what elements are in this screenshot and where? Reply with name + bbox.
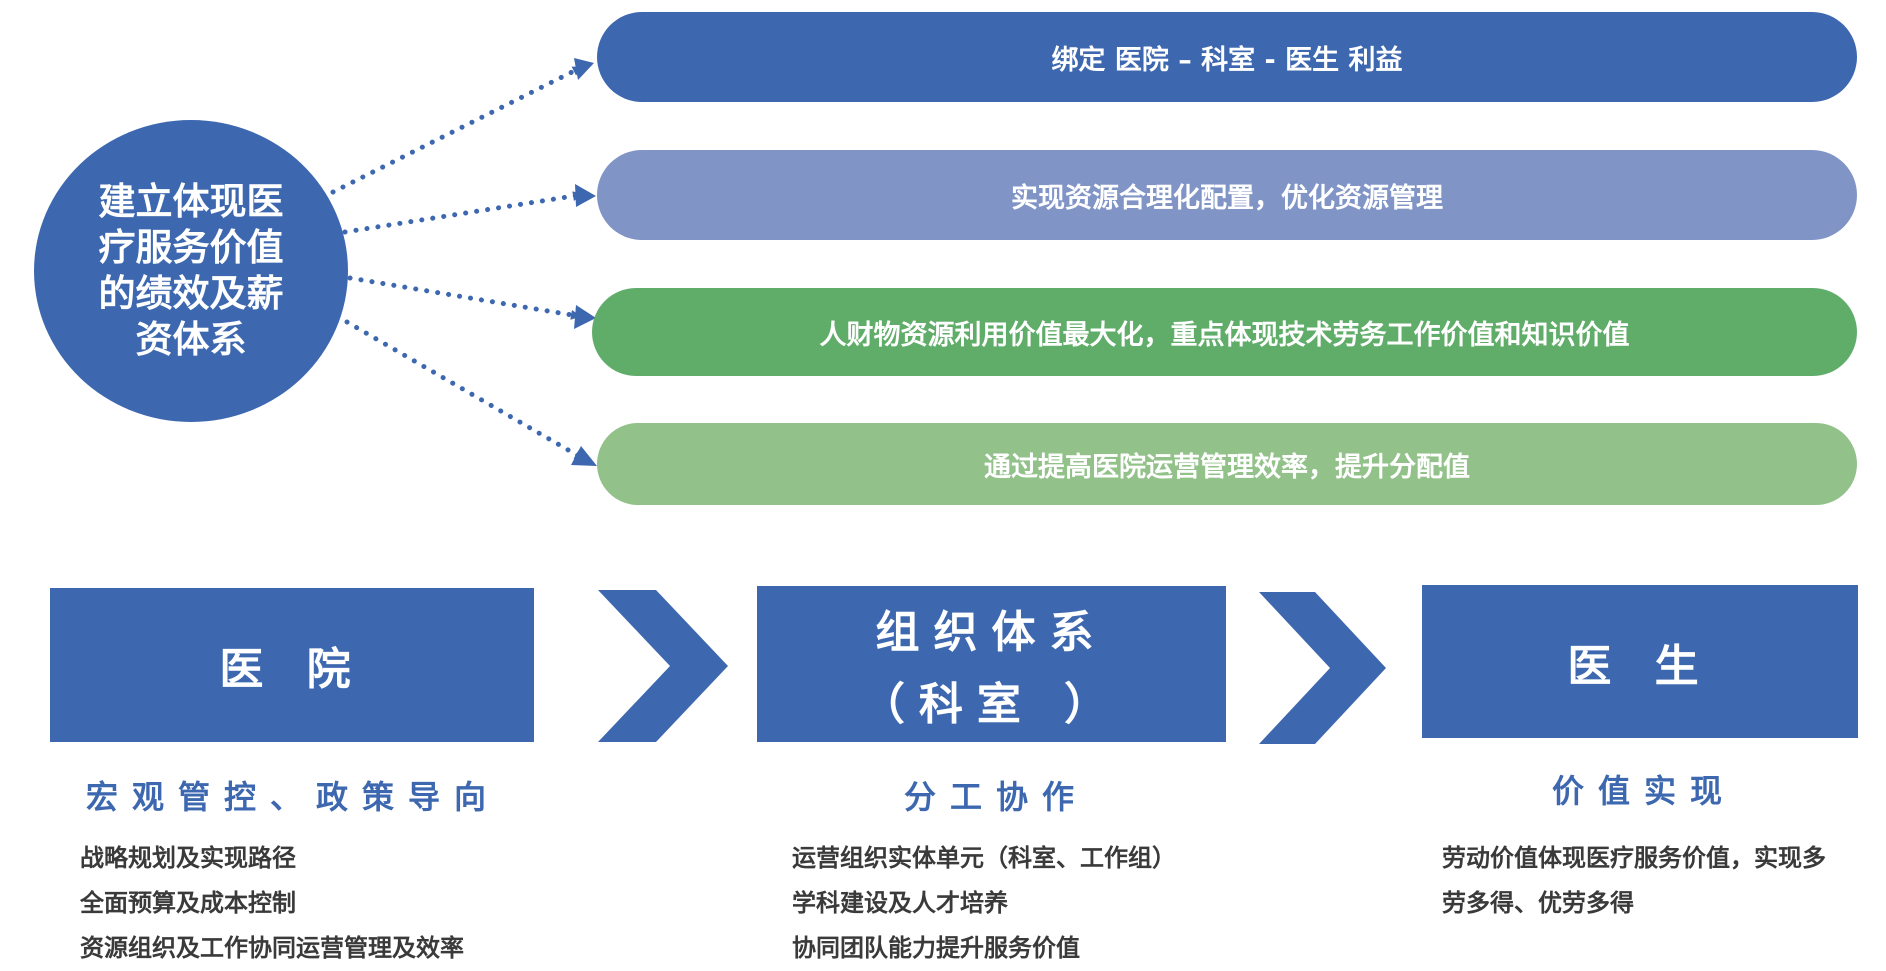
level-box-organization: 组织体系 （科室 ） <box>757 586 1226 742</box>
level-box-doctor: 医 生 <box>1422 585 1858 738</box>
list-item: 学科建设及人才培养 <box>792 889 1008 917</box>
goal-pill-1-text: 绑定 医院 – 科室 - 医生 利益 <box>1051 44 1403 76</box>
chevron-right-icon <box>1259 592 1386 744</box>
level-heading-hospital: 宏观管控、政策导向 <box>86 778 501 816</box>
goal-pill-4-text: 通过提高医院运营管理效率，提升分配值 <box>984 451 1470 483</box>
connector-arrow-1 <box>330 65 583 195</box>
list-item: 协同团队能力提升服务价值 <box>792 934 1080 962</box>
goal-pill-2-text: 实现资源合理化配置，优化资源管理 <box>1011 182 1443 214</box>
connector-arrow-4 <box>344 319 585 461</box>
level-list-organization: 运营组织实体单元（科室、工作组） 学科建设及人才培养 协同团队能力提升服务价值 <box>792 836 1176 971</box>
core-goal-label: 建立体现医疗服务价值的绩效及薪资体系 <box>98 180 284 361</box>
level-title-hospital: 医 院 <box>219 644 365 695</box>
goal-pill-4: 通过提高医院运营管理效率，提升分配值 <box>597 423 1857 505</box>
connector-arrow-2 <box>342 191 583 235</box>
goal-pill-2: 实现资源合理化配置，优化资源管理 <box>597 150 1857 240</box>
level-heading-doctor: 价值实现 <box>1552 772 1737 810</box>
goal-pill-1: 绑定 医院 – 科室 - 医生 利益 <box>597 12 1857 102</box>
list-item: 全面预算及成本控制 <box>80 889 296 917</box>
level-list-hospital: 战略规划及实现路径 全面预算及成本控制 资源组织及工作协同运营管理及效率 <box>80 836 464 971</box>
goal-pill-3-text: 人财物资源利用价值最大化，重点体现技术劳务工作价值和知识价值 <box>819 319 1630 351</box>
list-item: 劳多得、优劳多得 <box>1442 889 1634 917</box>
level-box-hospital: 医 院 <box>50 588 534 742</box>
level-list-doctor: 劳动价值体现医疗服务价值，实现多 劳多得、优劳多得 <box>1442 836 1826 926</box>
level-title-doctor: 医 生 <box>1567 640 1713 692</box>
list-item: 运营组织实体单元（科室、工作组） <box>792 844 1176 872</box>
list-item: 战略规划及实现路径 <box>80 844 296 872</box>
level-title-organization: 组织体系 <box>875 607 1108 658</box>
level-heading-organization: 分工协作 <box>904 778 1089 816</box>
chevron-right-icon <box>598 590 728 742</box>
goal-pill-3: 人财物资源利用价值最大化，重点体现技术劳务工作价值和知识价值 <box>592 288 1857 376</box>
list-item: 资源组织及工作协同运营管理及效率 <box>80 934 464 962</box>
list-item: 劳动价值体现医疗服务价值，实现多 <box>1442 844 1826 872</box>
connector-arrow-3 <box>347 275 581 320</box>
level-subtitle-organization: （科室 ） <box>860 679 1123 730</box>
core-goal-circle: 建立体现医疗服务价值的绩效及薪资体系 <box>34 120 348 422</box>
